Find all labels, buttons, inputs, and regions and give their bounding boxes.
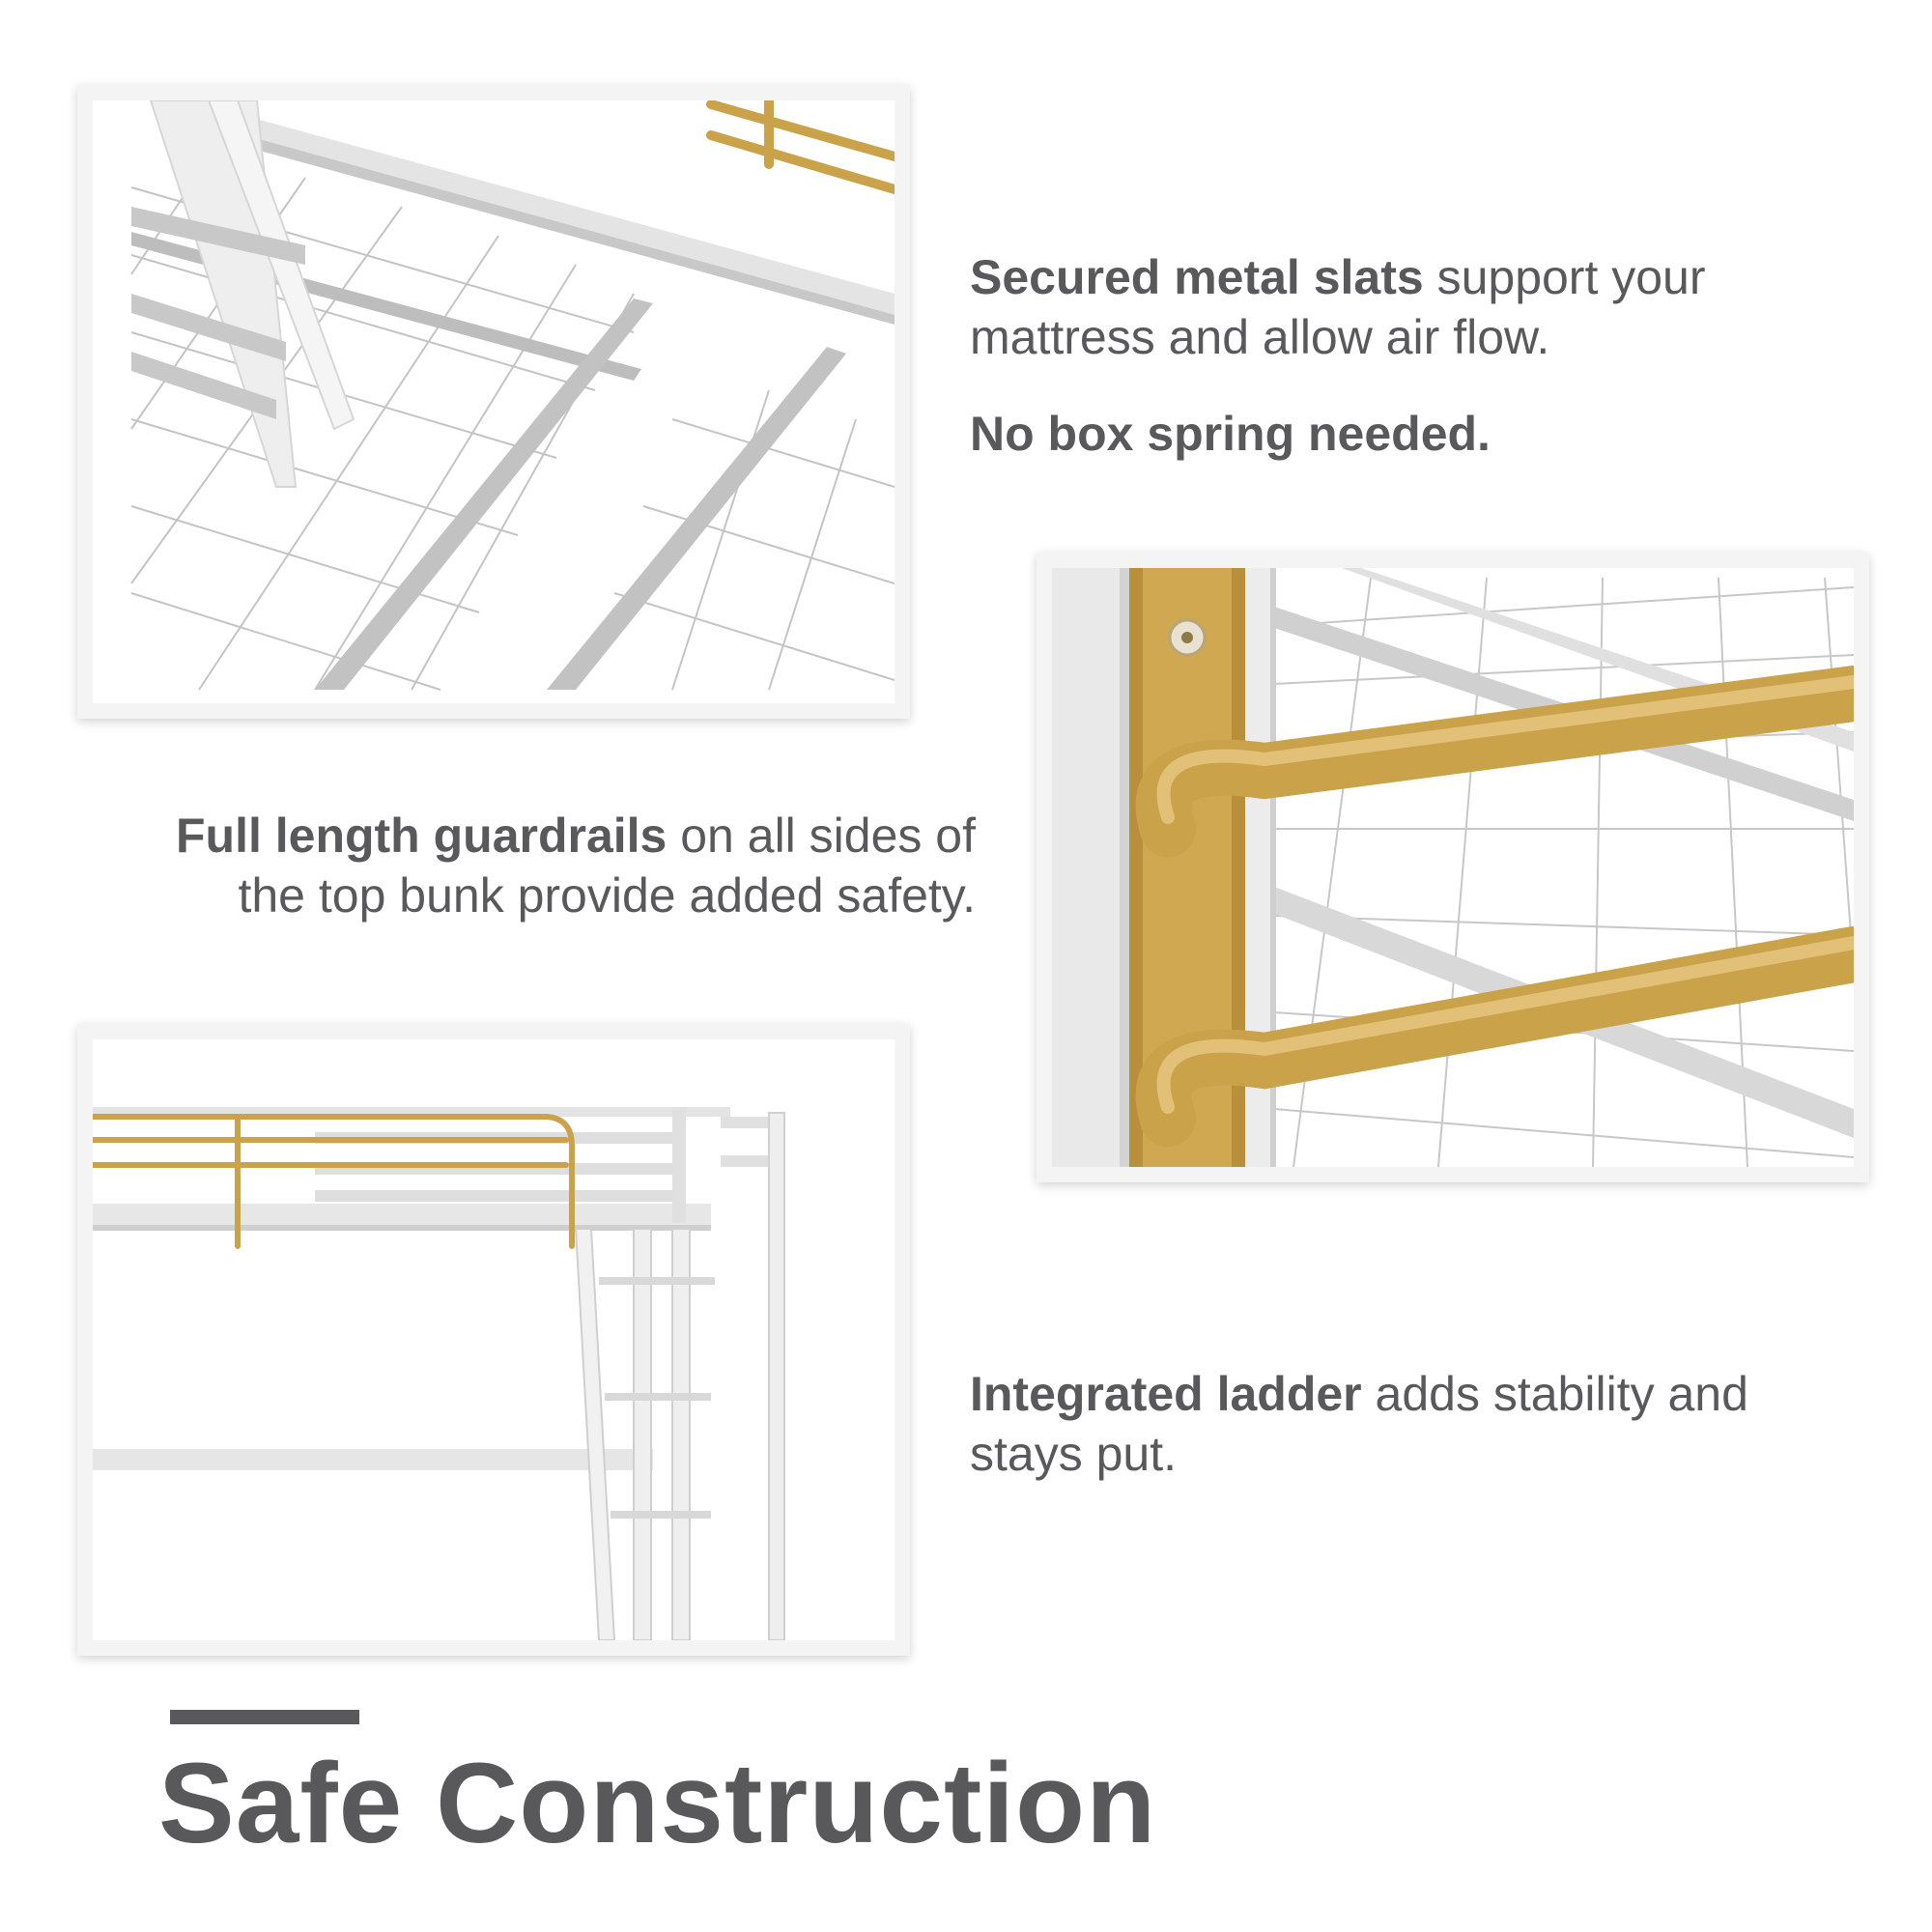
slats-caption-rest: support your mattress and allow air flow… — [970, 250, 1706, 364]
slats-caption-bold: Secured metal slats — [970, 250, 1424, 304]
slats-caption: Secured metal slats support your mattres… — [970, 247, 1762, 367]
ladder-caption: Integrated ladder adds stability and sta… — [970, 1364, 1762, 1484]
title-accent-bar — [170, 1710, 359, 1724]
no-box-spring-caption: No box spring needed. — [970, 407, 1491, 461]
ladder-photo — [77, 1024, 910, 1656]
page-title: Safe Construction — [158, 1740, 1157, 1867]
slats-photo — [77, 85, 910, 719]
ladder-caption-rest: adds stability and stays put. — [970, 1367, 1748, 1481]
ladder-illustration — [93, 1039, 895, 1640]
guardrail-illustration — [1052, 568, 1854, 1167]
ladder-caption-bold: Integrated ladder — [970, 1367, 1362, 1421]
guardrails-caption-bold: Full length guardrails — [175, 809, 668, 863]
slats-illustration — [93, 100, 895, 703]
guardrails-caption: Full length guardrails on all sides of t… — [155, 806, 976, 925]
guardrails-caption-rest: on all sides of the top bunk provide add… — [238, 809, 976, 923]
guardrail-photo — [1037, 553, 1869, 1182]
